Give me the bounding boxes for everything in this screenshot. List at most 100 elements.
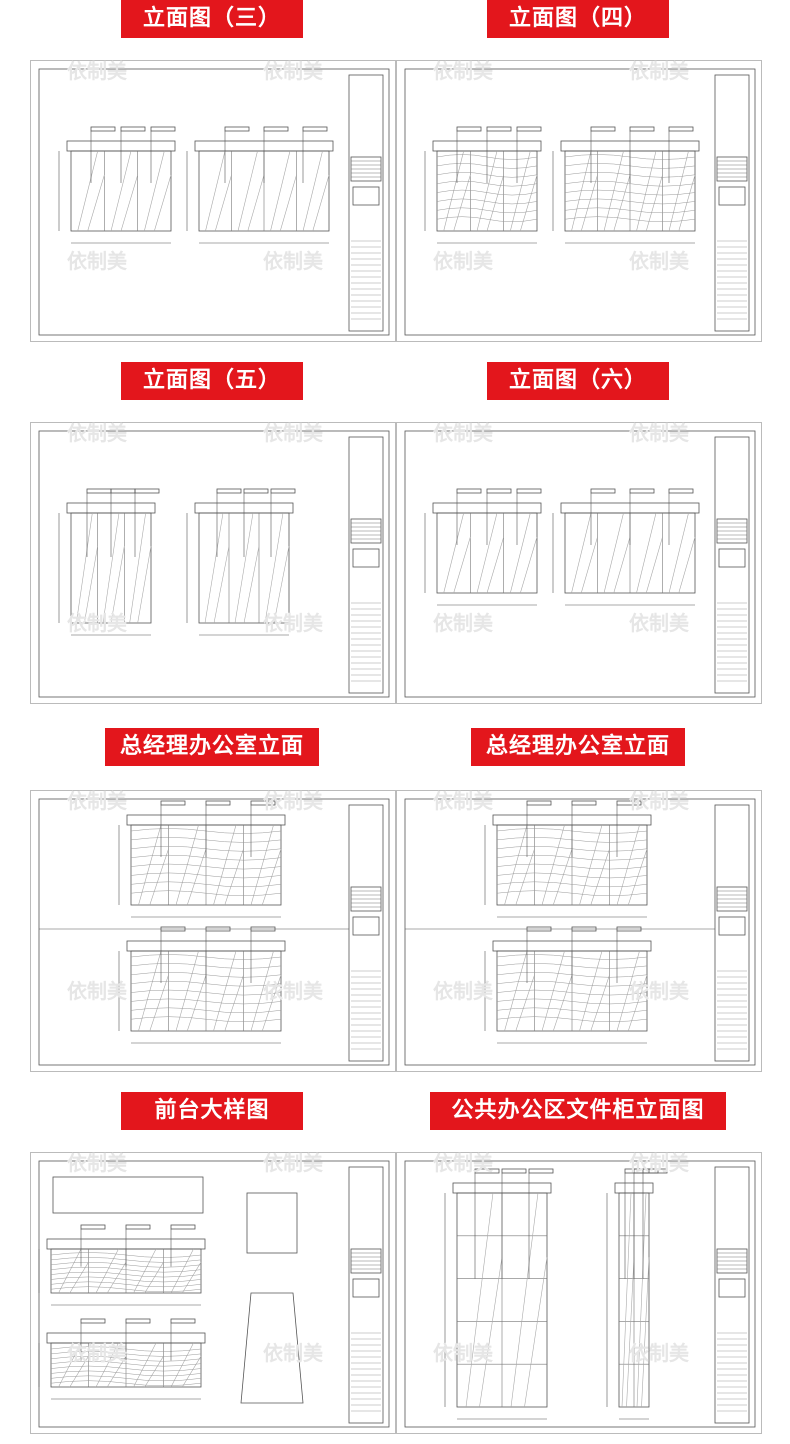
title-block — [348, 1166, 384, 1424]
cad-drawing — [38, 430, 390, 698]
annotation-tag — [263, 126, 289, 132]
cad-drawing — [38, 68, 390, 336]
cad-line — [138, 824, 162, 906]
cad-line — [243, 545, 260, 624]
countertop-plan — [52, 1176, 204, 1214]
wood-grain — [130, 998, 282, 1005]
annotation-tag — [486, 488, 512, 494]
cad-line — [95, 1342, 119, 1388]
cad-line — [110, 545, 125, 624]
annotation-tag — [150, 126, 176, 132]
title-block-box — [718, 548, 746, 568]
annotation-tag — [80, 1224, 106, 1230]
title-block-box — [352, 186, 380, 206]
annotation-tag — [86, 488, 112, 494]
annotation-tag — [216, 488, 242, 494]
cad-line — [106, 1262, 127, 1294]
cad-line — [571, 150, 592, 232]
wood-grain — [50, 1380, 202, 1386]
annotation-tag — [270, 488, 296, 494]
cad-line — [95, 1248, 119, 1294]
wood-grain — [496, 1016, 648, 1022]
cad-line — [110, 150, 132, 232]
annotation-tag — [205, 926, 231, 932]
cad-line — [58, 1342, 82, 1388]
cad-line — [213, 950, 237, 1032]
cad-line — [641, 1257, 650, 1408]
cad-line — [261, 974, 282, 1032]
cad-drawing-panel: 依制美依制美依制美依制美 — [396, 789, 762, 1072]
section-title: 立面图（三） — [121, 0, 303, 38]
cad-line — [204, 512, 224, 624]
cad-line — [590, 848, 610, 906]
cad-line — [149, 974, 169, 1032]
wood-grain — [50, 1276, 202, 1283]
cad-drawing-panel: 依制美依制美依制美依制美 — [396, 59, 762, 342]
cad-line — [213, 824, 237, 906]
wood-grain — [436, 198, 538, 205]
title-block — [348, 804, 384, 1062]
wood-grain — [130, 1007, 282, 1014]
wood-grain — [564, 198, 696, 205]
annotation-tag — [474, 1168, 500, 1174]
cad-line — [520, 536, 538, 594]
cad-drawing — [404, 1160, 756, 1428]
wood-grain — [436, 189, 538, 196]
wood-grain — [50, 1271, 202, 1278]
cad-line — [510, 150, 531, 232]
cad-line — [312, 174, 330, 232]
title-block-box — [352, 548, 380, 568]
cad-line — [678, 174, 696, 232]
wood-grain — [50, 1286, 202, 1292]
cad-line — [102, 512, 120, 624]
wood-grain — [496, 863, 648, 870]
cad-line — [476, 150, 498, 232]
section-title: 立面图（六） — [487, 362, 669, 400]
annotation-tag — [642, 1168, 668, 1174]
wood-grain — [436, 180, 538, 187]
cad-drawing — [404, 430, 756, 698]
cad-line — [224, 974, 244, 1032]
cad-drawing-panel: 依制美依制美依制美依制美 — [396, 421, 762, 704]
wood-grain — [50, 1375, 202, 1382]
wood-grain — [496, 881, 648, 888]
cad-line — [627, 974, 648, 1032]
wood-grain — [50, 1365, 202, 1372]
cad-drawing-panel: 依制美依制美依制美依制美 — [396, 1151, 762, 1434]
annotation-tag — [501, 1168, 527, 1174]
cad-line — [479, 1257, 503, 1408]
cad-line — [87, 174, 105, 232]
annotation-tag — [302, 126, 328, 132]
annotation-tag — [160, 800, 186, 806]
annotation-tag — [160, 926, 186, 932]
cad-line — [552, 974, 573, 1032]
cad-line — [668, 512, 689, 594]
title-block — [348, 74, 384, 332]
cad-line — [234, 512, 254, 624]
annotation-tag — [120, 126, 146, 132]
title-block — [348, 436, 384, 694]
counter-side-profile — [240, 1292, 304, 1404]
drawing-frame — [38, 798, 390, 1066]
cad-line — [270, 150, 291, 232]
cad-line — [58, 1248, 82, 1294]
annotation-tag — [125, 1318, 151, 1324]
annotation-tag — [250, 926, 276, 932]
cad-line — [76, 512, 93, 624]
wood-grain — [130, 989, 282, 996]
cad-drawing-panel: 依制美依制美依制美依制美 — [30, 421, 396, 704]
cad-drawing-panel: 依制美依制美依制美依制美 — [30, 789, 396, 1072]
cad-line — [106, 1356, 127, 1388]
annotation-tag — [668, 126, 694, 132]
wood-grain — [130, 854, 282, 861]
cad-line — [279, 174, 297, 232]
cad-line — [541, 950, 565, 1032]
wood-grain — [130, 863, 282, 870]
annotation-tag — [80, 1318, 106, 1324]
wood-grain — [496, 980, 648, 987]
cad-drawing — [38, 1160, 390, 1428]
cad-line — [302, 150, 323, 232]
annotation-tag — [571, 926, 597, 932]
cad-line — [261, 848, 282, 906]
cad-line — [579, 824, 603, 906]
